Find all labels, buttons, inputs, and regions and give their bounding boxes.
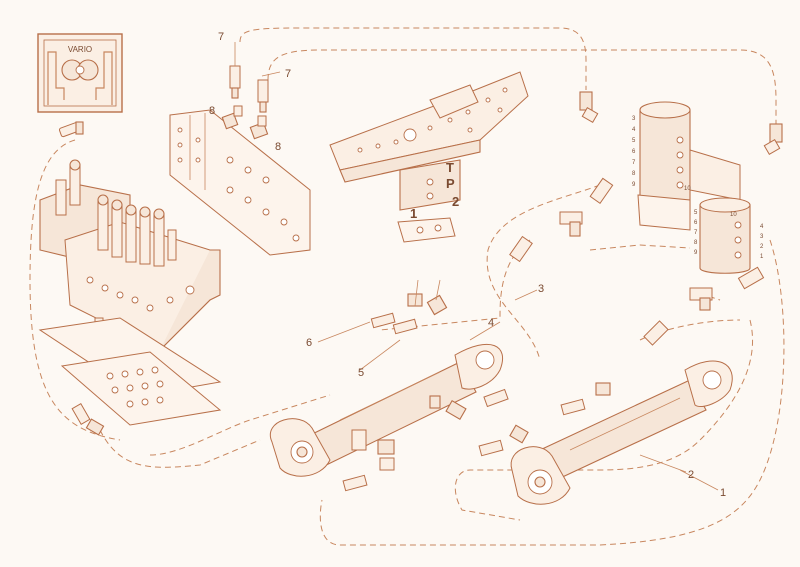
port-label-q9: 9 <box>694 250 698 256</box>
fittings-7 <box>229 42 281 113</box>
port-label-4: 4 <box>632 127 636 133</box>
hose-fitting-left-bottom <box>71 403 105 436</box>
fittings-8 <box>221 105 269 140</box>
port-label-q3: 3 <box>760 234 764 240</box>
steering-unit <box>637 101 751 274</box>
port-label-q4: 4 <box>760 224 764 230</box>
port-label-q2: 2 <box>760 244 764 250</box>
callout-8b: 8 <box>275 141 281 153</box>
port-label-5: 5 <box>632 138 636 144</box>
callout-4: 4 <box>488 317 494 329</box>
port-label-8: 8 <box>632 171 636 177</box>
port-plate <box>397 217 456 243</box>
callout-port-1: 1 <box>410 206 417 221</box>
port-label-q7: 7 <box>694 230 698 236</box>
vario-logo: VARIO <box>37 33 123 113</box>
steering-cylinder-left <box>269 343 509 492</box>
callout-8a: 8 <box>209 105 215 117</box>
callout-6: 6 <box>306 337 312 349</box>
callout-5: 5 <box>358 367 364 379</box>
callout-port-p: P <box>446 176 455 191</box>
port-label-q5: 5 <box>694 210 698 216</box>
port-label-7: 7 <box>632 160 636 166</box>
port-label-3: 3 <box>632 116 636 122</box>
port-label-q8: 8 <box>694 240 698 246</box>
port-label-q10: 10 <box>730 212 737 218</box>
port-label-q1: 1 <box>760 254 764 260</box>
callout-7a: 7 <box>218 31 224 43</box>
orbitrol-bracket <box>329 71 529 211</box>
port-label-10: 10 <box>684 186 691 192</box>
callout-1-lower: 1 <box>720 487 726 499</box>
control-valve-block <box>39 159 221 351</box>
elbow-fitting-top-left <box>58 121 84 138</box>
port-label-q6: 6 <box>694 220 698 226</box>
callout-port-t: T <box>446 160 454 175</box>
port-label-9: 9 <box>632 182 636 188</box>
callout-2-lower: 2 <box>688 469 694 481</box>
callout-port-2: 2 <box>452 194 459 209</box>
leader-lines <box>317 289 719 491</box>
port-label-6: 6 <box>632 149 636 155</box>
gasket-sheet-left <box>38 317 222 426</box>
logo-text: VARIO <box>68 45 92 54</box>
center-fittings <box>370 279 448 335</box>
right-fittings <box>509 91 783 346</box>
callout-3: 3 <box>538 283 544 295</box>
mounting-plate-panel <box>169 109 311 256</box>
steering-cylinder-right <box>478 360 733 505</box>
callout-7b: 7 <box>285 68 291 80</box>
